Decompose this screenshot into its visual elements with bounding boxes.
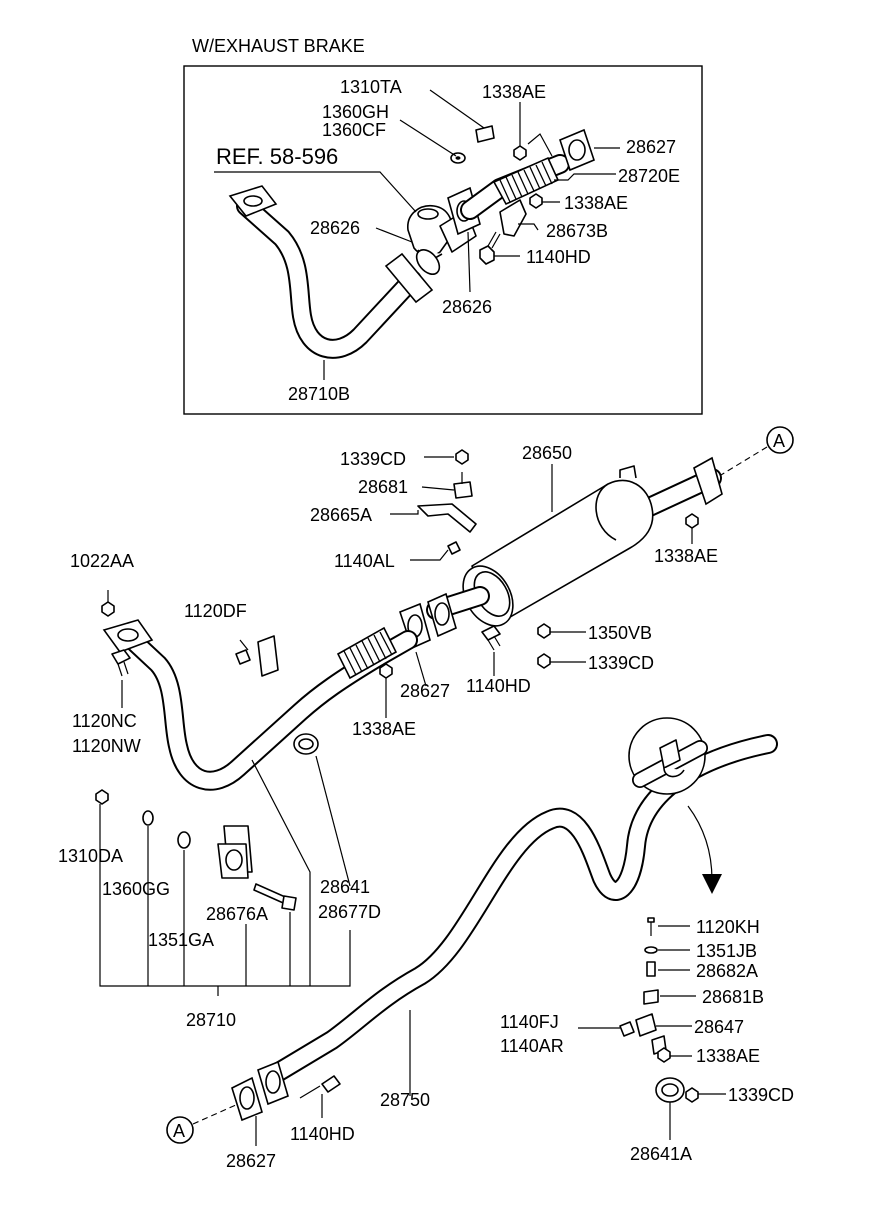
part-label-1140hd-a: 1140HD [526,247,591,267]
part-label-28681b: 28681B [702,987,764,1007]
part-label-1310da: 1310DA [58,846,123,866]
bolt-1120nc [111,649,131,677]
bushing-28681b [643,989,659,1005]
part-label-1351ga: 1351GA [148,930,214,950]
part-label-28676a: 28676A [206,904,268,924]
nut-1350vb [537,623,551,639]
part-label-28682a: 28682A [696,961,758,981]
washer-1351ga [177,831,191,849]
part-label-1360gg: 1360GG [102,879,170,899]
nut-1339cd-a [455,449,469,465]
bracket-28665a [417,503,477,533]
svg-text:A: A [173,1121,185,1141]
part-label-28650: 28650 [522,443,572,463]
bolt-1120kh [647,917,655,936]
bolt-28677d [253,883,297,911]
part-label-1351jb: 1351JB [696,941,757,961]
part-label-1339cd-b: 1339CD [588,653,654,673]
part-label-1339cd-c: 1339CD [728,1085,794,1105]
part-label-1338ae-a: 1338AE [482,82,546,102]
part-label-1120nc: 1120NC [72,711,137,731]
nut-1310da [95,789,109,805]
collar-28682a [646,961,656,977]
part-label-1338ae-c: 1338AE [654,546,718,566]
part-label-28626-a: 28626 [310,218,360,238]
part-label-1338ae-d: 1338AE [352,719,416,739]
part-label-28626-b: 28626 [442,297,492,317]
front-pipe-28710b [228,185,434,359]
ref-note: REF. 58-596 [216,144,338,169]
tail-pipe-28750 [231,734,778,1122]
part-label-28647: 28647 [694,1017,744,1037]
nut-1339cd-b [537,653,551,669]
part-label-1120kh: 1120KH [696,917,760,937]
part-label-28665a: 28665A [310,505,372,525]
part-label-28710b: 28710B [288,384,350,404]
rubber-hanger-28681 [453,481,473,499]
bracket-1120df [235,635,279,677]
part-label-1120nw: 1120NW [72,736,141,756]
part-label-1140ar: 1140AR [500,1036,564,1056]
part-label-28750: 28750 [380,1090,430,1110]
bolt-1140hd-b [481,625,501,651]
bushing-1310ta [475,125,495,143]
part-label-1338ae-b: 1338AE [564,193,628,213]
part-label-28677d: 28677D [318,902,381,922]
variant-title: W/EXHAUST BRAKE [192,36,365,56]
part-label-28627-b: 28627 [400,681,450,701]
part-label-1350vb: 1350VB [588,623,652,643]
part-label-1360cf: 1360CF [322,120,386,140]
part-label-1022aa: 1022AA [70,551,134,571]
front-pipe-28710 [102,619,418,791]
part-label-28641a: 28641A [630,1144,692,1164]
bracket-28673b [499,199,527,237]
washer-1351jb [644,946,658,954]
svg-text:A: A [773,431,785,451]
bolt-1140hd-a [479,231,501,265]
part-label-1310ta: 1310TA [340,77,402,97]
part-label-1120df: 1120DF [184,601,247,621]
nut-1022aa [101,601,115,617]
part-label-1140fj: 1140FJ [500,1012,559,1032]
bolt-1140fj [619,1021,635,1037]
part-label-28673b: 28673B [546,221,608,241]
part-label-1140al: 1140AL [334,551,395,571]
bolt-1140hd-c [299,1075,341,1099]
part-label-28627-a: 28627 [626,137,676,157]
part-label-1360gh: 1360GH [322,102,389,122]
part-label-1140hd-b: 1140HD [466,676,531,696]
nut-1339cd-c [685,1087,699,1103]
nut-1338ae-a [513,145,527,161]
bracket-28676a [217,825,253,879]
part-label-28681: 28681 [358,477,408,497]
nut-1338ae-d [379,663,393,679]
bolt-1140al [447,541,461,555]
part-label-1140hd-c: 1140HD [290,1124,355,1144]
detail-arrow [687,805,713,881]
exhaust-brake-inset-frame [183,65,703,415]
flex-pipe-28720e [460,154,570,220]
bracket-28647 [635,1013,667,1055]
washer-1360gg [142,810,154,826]
connector-a-upper: A [715,426,794,479]
part-label-28710: 28710 [186,1010,236,1030]
connector-a-lower: A [166,1103,239,1144]
part-label-28641: 28641 [320,877,370,897]
nut-1338ae-e [657,1047,671,1063]
part-label-28720e: 28720E [618,166,680,186]
part-label-28627-c: 28627 [226,1151,276,1171]
nut-1338ae-c [685,513,699,529]
part-label-1338ae-e: 1338AE [696,1046,760,1066]
nut-1338ae-b [529,193,543,209]
part-label-1339cd-a: 1339CD [340,449,406,469]
